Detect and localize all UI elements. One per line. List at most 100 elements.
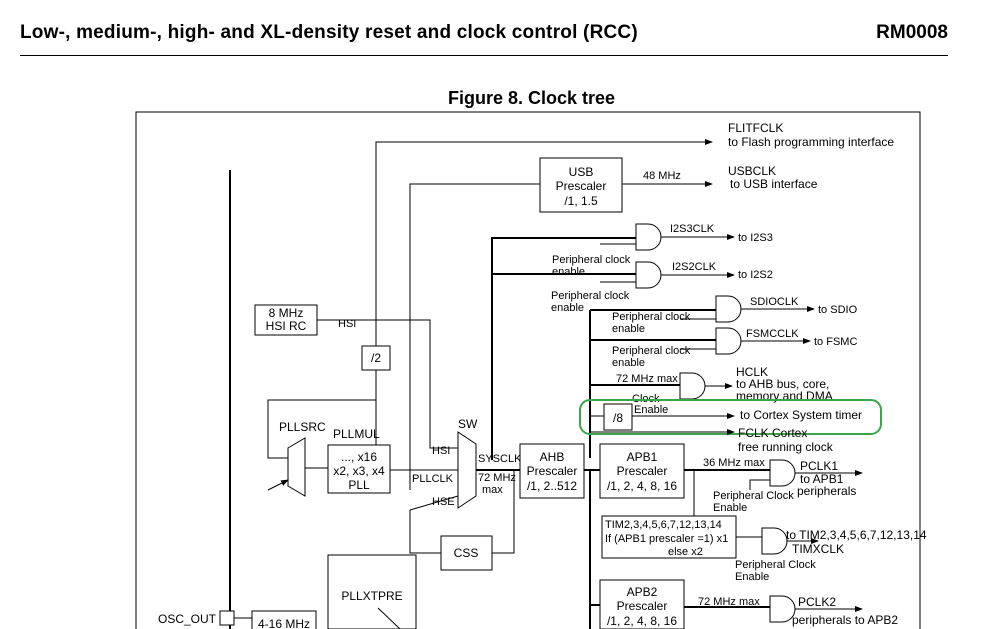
- pclk1-desc-l1: to APB1: [800, 472, 844, 486]
- usbclk-desc: to USB interface: [730, 177, 818, 191]
- document-id: RM0008: [876, 22, 948, 43]
- apb1-prescaler-box: [599, 443, 685, 499]
- sdio-periph-en-l1: Peripheral clock: [612, 311, 691, 323]
- i2s2-periph-en-l1: Peripheral clock: [551, 290, 630, 302]
- pllxtpre-label: PLLXTPRE: [341, 589, 402, 603]
- timx-and-gate: [761, 527, 788, 555]
- hsi-box-l2: HSI RC: [266, 319, 307, 333]
- timx-periph-en-l2: Enable: [735, 571, 769, 583]
- pll-to-usb-line: [409, 183, 540, 490]
- to-i2s2-label: to I2S2: [738, 269, 773, 281]
- div2-to-pllsrc: [267, 370, 377, 459]
- div8-label: /8: [613, 411, 623, 425]
- pll-box-l2: x2, x3, x4: [333, 464, 385, 478]
- i2s2-and-gate: [635, 261, 662, 289]
- usb-box-l3: /1, 1.5: [564, 194, 598, 208]
- fsmc-and-gate: [715, 327, 742, 355]
- hse-to-sw: [409, 495, 459, 511]
- diagram-frame: [135, 111, 921, 629]
- timx-periph-en-l1: Peripheral Clock: [735, 559, 816, 571]
- figure-title: Figure 8. Clock tree: [448, 88, 616, 108]
- to-sdio-label: to SDIO: [818, 304, 858, 316]
- sw-mux: [457, 431, 477, 509]
- timxclk-label: TIMXCLK: [792, 542, 844, 556]
- fclk-label-l2: free running clock: [738, 440, 834, 454]
- hsi-rc-box: [254, 304, 318, 336]
- pclk1-desc-l2: peripherals: [797, 484, 856, 498]
- pllclk-label: PLLCLK: [412, 473, 454, 485]
- sysclk-bus-i2s3: [491, 237, 636, 460]
- apb2-prescaler-box: [599, 579, 685, 629]
- tim-list: TIM2,3,4,5,6,7,12,13,14: [605, 519, 722, 531]
- pclk1-and-gate: [769, 459, 796, 487]
- hclk-desc-l1: to AHB bus, core,: [736, 377, 829, 391]
- pclk2-label: PCLK2: [798, 595, 836, 609]
- pclk1-max-freq: 36 MHz max: [703, 457, 765, 469]
- tim-to-label: to TIM2,3,4,5,6,7,12,13,14: [786, 528, 927, 542]
- sdio-periph-en-l2: enable: [612, 323, 645, 335]
- div8-box: [603, 403, 633, 431]
- css-box: [440, 535, 493, 571]
- usb-prescaler-box: [539, 157, 623, 213]
- i2s3-periph-en-l2: enable: [552, 266, 585, 278]
- sw-label: SW: [458, 417, 478, 431]
- fsmcclk-label: FSMCCLK: [746, 328, 799, 340]
- i2s3-and-gate: [635, 223, 662, 251]
- sysclk-max-l1: 72 MHz: [478, 472, 516, 484]
- i2s2clk-label: I2S2CLK: [672, 261, 717, 273]
- hsi-box-l1: 8 MHz: [269, 306, 304, 320]
- apb2-box-l1: APB2: [627, 585, 658, 599]
- hclk-and-gate: [679, 372, 706, 400]
- sdio-and-gate: [715, 295, 742, 323]
- css-to-hse: [409, 510, 441, 554]
- usb-box-l2: Prescaler: [556, 179, 607, 193]
- div2-label: /2: [371, 351, 381, 365]
- usb-box-l1: USB: [569, 165, 594, 179]
- i2s3-periph-en-l1: Peripheral clock: [552, 254, 631, 266]
- hsi-line: [317, 319, 458, 449]
- hse-osc-label: 4-16 MHz: [258, 617, 310, 629]
- osc-out-pin: [219, 610, 235, 626]
- pclk1-periph-en-l1: Peripheral Clock: [713, 490, 794, 502]
- pllmul-label: PLLMUL: [333, 427, 380, 441]
- hse-osc-box: [251, 610, 317, 629]
- pclk1-label: PCLK1: [800, 459, 838, 473]
- apb1-box-l1: APB1: [627, 450, 658, 464]
- usb-freq: 48 MHz: [643, 170, 681, 182]
- ahb-box-l1: AHB: [540, 450, 565, 464]
- hsi-label: HSI: [338, 318, 356, 330]
- sysclk-to-css: [492, 470, 515, 554]
- ahb-box-l2: Prescaler: [527, 464, 578, 478]
- pclk1-periph-en-l2: Enable: [713, 502, 747, 514]
- to-fsmc-label: to FSMC: [814, 336, 857, 348]
- apb1-box-l3: /1, 2, 4, 8, 16: [607, 479, 677, 493]
- tim-else: else x2: [668, 546, 703, 558]
- pllxtpre-box: [327, 554, 417, 629]
- page-header-title: Low-, medium-, high- and XL-density rese…: [20, 22, 638, 43]
- css-label: CSS: [454, 546, 479, 560]
- hclk-max-freq: 72 MHz max: [616, 373, 678, 385]
- pclk2-and-gate: [769, 595, 796, 623]
- fsmc-periph-en-l1: Peripheral clock: [612, 345, 691, 357]
- to-i2s3-label: to I2S3: [738, 232, 773, 244]
- apb1-box-l2: Prescaler: [617, 464, 668, 478]
- header-divider: [20, 55, 948, 56]
- i2s3clk-label: I2S3CLK: [670, 223, 715, 235]
- sysclk-label: SYSCLK: [478, 453, 522, 465]
- pll-box-l3: PLL: [348, 478, 370, 492]
- sdioclk-label: SDIOCLK: [750, 296, 799, 308]
- flitfclk-desc: to Flash programming interface: [728, 135, 894, 149]
- fclk-label-l1: FCLK Cortex: [738, 426, 807, 440]
- pll-box: [327, 444, 391, 494]
- apb2-box-l2: Prescaler: [617, 599, 668, 613]
- pllxtpre-mux-edge: [377, 607, 401, 629]
- pll-box-l1: ..., x16: [341, 450, 377, 464]
- systick-label: to Cortex System timer: [740, 408, 862, 422]
- hclk-label: HCLK: [736, 365, 768, 379]
- osc-out-label: OSC_OUT: [158, 612, 217, 626]
- pllsrc-label: PLLSRC: [279, 420, 326, 434]
- tim-if: If (APB1 prescaler =1) x1: [605, 533, 728, 545]
- ahb-box-l3: /1, 2..512: [527, 479, 577, 493]
- tim-multiplier-box: [601, 515, 737, 559]
